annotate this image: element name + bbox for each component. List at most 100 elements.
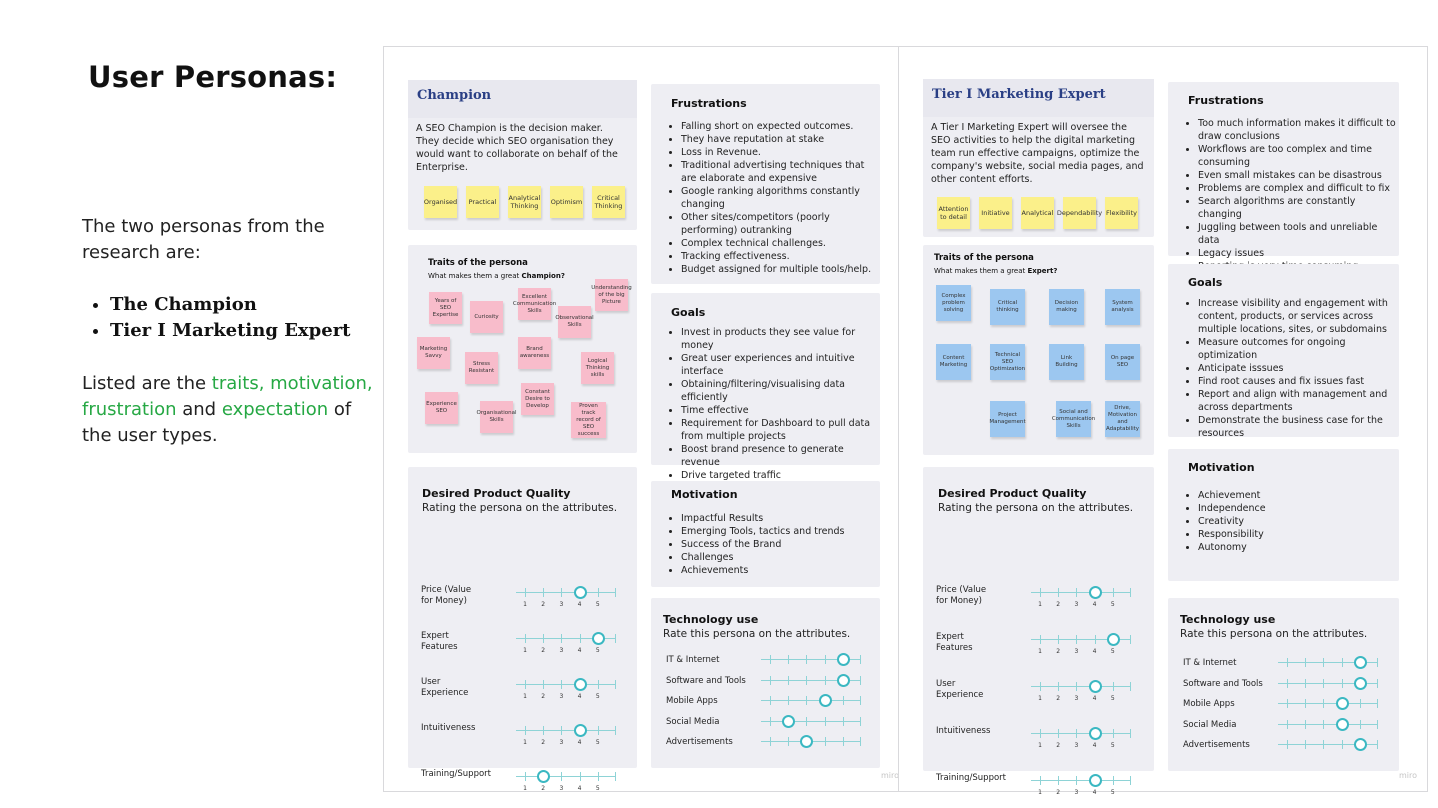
rating-knob[interactable] bbox=[1088, 680, 1102, 693]
rating-knob[interactable] bbox=[573, 678, 587, 691]
rating-knob[interactable] bbox=[1106, 633, 1120, 646]
scale-line bbox=[1031, 639, 1131, 640]
rating-scale[interactable] bbox=[1278, 717, 1378, 731]
scale-tick bbox=[1377, 740, 1378, 749]
scale-line bbox=[761, 679, 861, 681]
rating-knob[interactable] bbox=[1353, 738, 1367, 751]
traits-sub-pre: What makes them a great bbox=[934, 267, 1028, 275]
scale-number: 4 bbox=[1092, 601, 1097, 608]
rating-knob[interactable] bbox=[1353, 676, 1367, 690]
rating-scale[interactable] bbox=[516, 770, 616, 783]
frustration-item: Tracking effectiveness. bbox=[681, 250, 880, 263]
quality-label: User Experience bbox=[936, 679, 984, 700]
scale-line bbox=[1278, 682, 1378, 684]
rating-scale[interactable] bbox=[1031, 680, 1131, 693]
attribute-chip: Dependability bbox=[1057, 197, 1102, 229]
scale-number: 5 bbox=[595, 739, 600, 746]
listed-highlight: traits, motivation, bbox=[211, 373, 373, 394]
rating-scale[interactable] bbox=[1031, 586, 1131, 599]
rating-scale[interactable] bbox=[1278, 697, 1378, 710]
personas-list: The Champion Tier I Marketing Expert bbox=[110, 292, 351, 344]
rating-scale[interactable] bbox=[761, 735, 861, 748]
motivation-item: Creativity bbox=[1198, 515, 1399, 528]
rating-scale[interactable] bbox=[516, 724, 616, 737]
frustration-item: Google ranking algorithms constantly cha… bbox=[681, 185, 880, 211]
goal-item: Demonstrate the business case for the re… bbox=[1198, 414, 1399, 440]
scale-tick bbox=[615, 772, 616, 781]
motivation-title: Motivation bbox=[671, 488, 738, 501]
scale-tick bbox=[1377, 699, 1378, 708]
trait-sticky-note: Logical Thinking skills bbox=[581, 352, 614, 384]
persona-description: A Tier I Marketing Expert will oversee t… bbox=[931, 122, 1144, 185]
rating-scale[interactable] bbox=[1031, 633, 1131, 646]
tech-row: IT & Internet bbox=[1183, 656, 1383, 670]
scale-number: 3 bbox=[1074, 695, 1079, 702]
expert-board[interactable]: Tier I Marketing Expert A Tier I Marketi… bbox=[898, 46, 1428, 796]
rating-knob[interactable] bbox=[1353, 656, 1367, 669]
persona-list-item: The Champion bbox=[110, 292, 351, 318]
tech-subtitle: Rate this persona on the attributes. bbox=[1180, 628, 1368, 640]
rating-scale[interactable] bbox=[761, 653, 861, 666]
goal-item: Anticipate isssues bbox=[1198, 362, 1399, 375]
scale-tick bbox=[1359, 719, 1361, 729]
scale-tick bbox=[543, 680, 545, 689]
scale-number: 2 bbox=[541, 785, 546, 792]
rating-knob[interactable] bbox=[1088, 727, 1102, 740]
rating-scale[interactable] bbox=[761, 694, 861, 707]
attribute-chip: Analytical bbox=[1021, 197, 1054, 229]
scale-number: 3 bbox=[1074, 601, 1079, 608]
rating-knob[interactable] bbox=[537, 770, 551, 783]
scale-line bbox=[516, 592, 616, 593]
tech-row: Social Media bbox=[666, 714, 866, 729]
frustration-item: Search algorithms are constantly changin… bbox=[1198, 195, 1399, 221]
rating-knob[interactable] bbox=[1088, 586, 1102, 599]
scale-tick bbox=[543, 588, 545, 597]
scale-number: 4 bbox=[577, 693, 582, 700]
rating-scale[interactable] bbox=[516, 632, 616, 645]
scale-tick bbox=[1377, 678, 1378, 688]
intro-text: The two personas from the research are: bbox=[82, 216, 325, 263]
rating-knob[interactable] bbox=[836, 653, 850, 666]
scale-tick bbox=[860, 655, 861, 664]
rating-knob[interactable] bbox=[836, 673, 850, 687]
rating-scale[interactable] bbox=[1031, 727, 1131, 740]
rating-knob[interactable] bbox=[782, 714, 796, 728]
rating-knob[interactable] bbox=[1335, 697, 1349, 710]
scale-number: 2 bbox=[1056, 648, 1061, 655]
rating-knob[interactable] bbox=[573, 724, 587, 737]
rating-scale[interactable] bbox=[1031, 774, 1131, 787]
motivation-item: Emerging Tools, tactics and trends bbox=[681, 525, 880, 538]
scale-tick bbox=[860, 737, 861, 746]
rating-scale[interactable] bbox=[1278, 738, 1378, 751]
trait-sticky-note: Link Building bbox=[1049, 344, 1084, 380]
rating-scale[interactable] bbox=[516, 678, 616, 691]
rating-scale[interactable] bbox=[761, 714, 861, 728]
expert-tech-panel: Technology use Rate this persona on the … bbox=[1168, 598, 1399, 771]
rating-scale[interactable] bbox=[1278, 676, 1378, 690]
scale-number: 5 bbox=[595, 693, 600, 700]
rating-scale[interactable] bbox=[1278, 656, 1378, 669]
tech-label: IT & Internet bbox=[666, 655, 720, 665]
scale-tick bbox=[1377, 719, 1378, 729]
trait-sticky-note: Curiosity bbox=[470, 301, 503, 333]
rating-knob[interactable] bbox=[591, 632, 605, 645]
rating-knob[interactable] bbox=[818, 694, 832, 707]
rating-knob[interactable] bbox=[1088, 774, 1102, 787]
frustration-item: Complex technical challenges. bbox=[681, 237, 880, 250]
scale-number: 1 bbox=[1038, 742, 1042, 749]
trait-sticky-note: On page SEO bbox=[1105, 344, 1140, 380]
rating-knob[interactable] bbox=[573, 586, 587, 599]
rating-knob[interactable] bbox=[800, 735, 814, 748]
champion-board[interactable]: Champion A SEO Champion is the decision … bbox=[383, 46, 899, 792]
scale-tick bbox=[1359, 699, 1361, 708]
rating-knob[interactable] bbox=[1335, 717, 1349, 731]
scale-tick bbox=[1040, 588, 1042, 597]
rating-scale[interactable] bbox=[761, 673, 861, 687]
scale-tick bbox=[860, 716, 861, 726]
motivation-title: Motivation bbox=[1188, 461, 1255, 474]
rating-scale[interactable] bbox=[516, 586, 616, 599]
